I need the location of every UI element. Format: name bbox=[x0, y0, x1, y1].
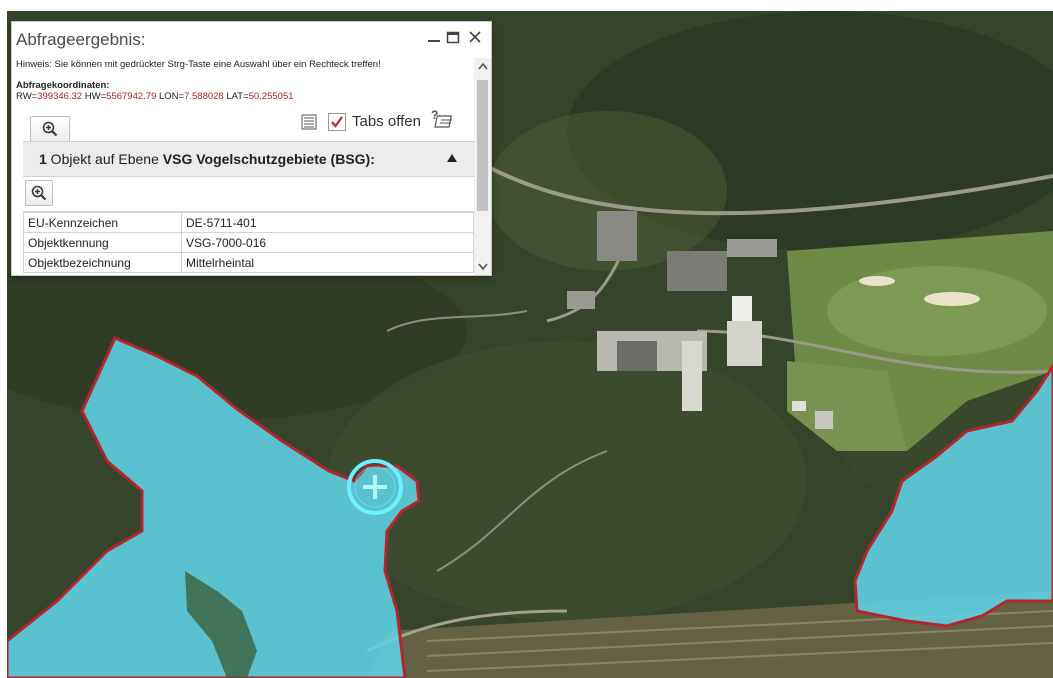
table-row: Objektkennung VSG-7000-016 bbox=[23, 232, 474, 253]
selection-hint: Hinweis: Sie können mit gedrückter Strg-… bbox=[16, 59, 381, 70]
tabs-open-checkbox[interactable] bbox=[328, 113, 346, 131]
triangle-up-icon[interactable] bbox=[446, 153, 458, 163]
minimize-icon[interactable] bbox=[425, 28, 443, 48]
svg-text:?: ? bbox=[431, 108, 438, 122]
lon-label: LON= bbox=[156, 91, 185, 102]
panel-title: Abfrageergebnis: bbox=[16, 30, 146, 49]
scroll-down-icon[interactable] bbox=[478, 263, 488, 271]
close-icon[interactable] bbox=[466, 28, 484, 48]
query-coordinates: RW=399346.32 HW=5567942.79 LON=7.588028 … bbox=[16, 91, 294, 102]
attribute-value: VSG-7000-016 bbox=[181, 232, 474, 253]
attribute-key: EU-Kennzeichen bbox=[23, 212, 182, 233]
scroll-up-icon[interactable] bbox=[478, 62, 488, 70]
rw-label: RW= bbox=[16, 91, 38, 102]
maximize-icon[interactable] bbox=[444, 28, 462, 48]
zoom-to-object-button[interactable] bbox=[25, 180, 53, 206]
panel-titlebar[interactable]: Abfrageergebnis: bbox=[12, 22, 491, 58]
object-count: 1 bbox=[39, 151, 47, 167]
layer-name: VSG Vogelschutzgebiete (BSG): bbox=[162, 151, 375, 167]
zoom-in-icon bbox=[31, 185, 47, 201]
attribute-value: Mittelrheintal bbox=[181, 252, 474, 273]
panel-scrollbar[interactable] bbox=[474, 58, 491, 275]
protected-area-polygon-east[interactable] bbox=[853, 363, 1053, 628]
query-result-panel: Abfrageergebnis: Hinweis: Sie können mit… bbox=[11, 21, 492, 276]
map-view[interactable] bbox=[7, 11, 1053, 678]
lat-value: 50.255051 bbox=[248, 91, 294, 102]
attribute-value: DE-5711-401 bbox=[181, 212, 474, 233]
zoom-all-button[interactable] bbox=[30, 116, 70, 142]
layer-prefix: Objekt auf Ebene bbox=[46, 151, 163, 167]
checkmark-icon bbox=[331, 116, 343, 128]
layer-toolbar bbox=[23, 177, 474, 212]
attribute-table: EU-Kennzeichen DE-5711-401 Objektkennung… bbox=[23, 212, 474, 273]
lon-value: 7.588028 bbox=[184, 91, 224, 102]
scrollbar-thumb[interactable] bbox=[477, 80, 488, 211]
coords-heading: Abfragekoordinaten: bbox=[16, 80, 110, 91]
attribute-key: Objektbezeichnung bbox=[23, 252, 182, 273]
lat-label: LAT= bbox=[223, 91, 249, 102]
rw-value: 399346.32 bbox=[37, 91, 83, 102]
table-row: EU-Kennzeichen DE-5711-401 bbox=[23, 212, 474, 233]
layer-title: 1 Objekt auf Ebene VSG Vogelschutzgebiet… bbox=[39, 151, 375, 167]
attribute-key: Objektkennung bbox=[23, 232, 182, 253]
hw-label: HW= bbox=[82, 91, 107, 102]
query-location-marker bbox=[347, 459, 403, 515]
tabs-open-label: Tabs offen bbox=[352, 113, 421, 130]
hw-value: 5567942.79 bbox=[106, 91, 157, 102]
panel-content: Hinweis: Sie können mit gedrückter Strg-… bbox=[12, 58, 474, 275]
zoom-in-icon bbox=[42, 121, 58, 137]
help-icon[interactable]: ? bbox=[430, 108, 456, 130]
table-row: Objektbezeichnung Mittelrheintal bbox=[23, 252, 474, 273]
protected-area-polygon[interactable] bbox=[7, 336, 421, 678]
list-icon[interactable] bbox=[301, 114, 317, 130]
layer-section-header[interactable]: 1 Objekt auf Ebene VSG Vogelschutzgebiet… bbox=[23, 141, 474, 177]
